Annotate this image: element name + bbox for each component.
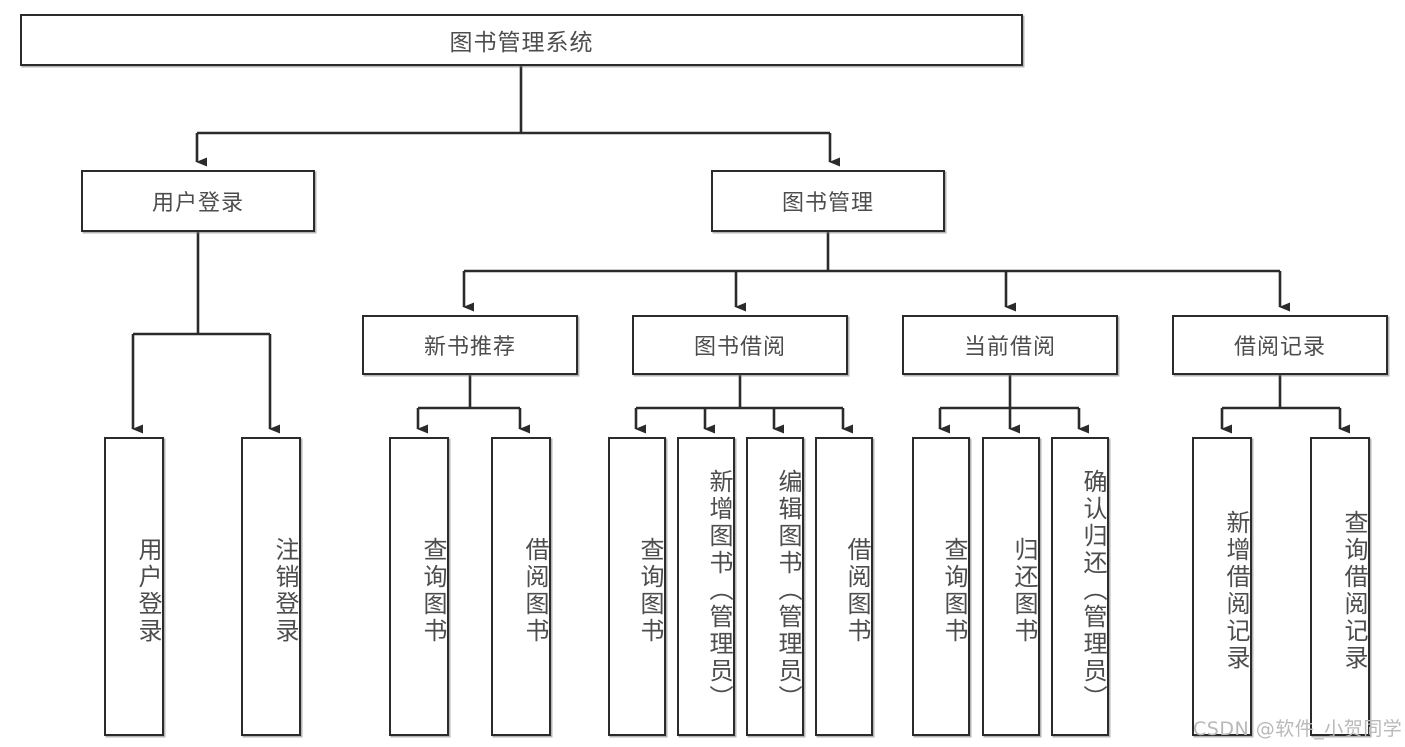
node-root-book-management-system[interactable]: 图书管理系统	[20, 14, 1023, 66]
node-label: 归还图书	[1010, 536, 1038, 645]
node-book-management[interactable]: 图书管理	[711, 170, 945, 232]
leaf-borrow-record-query-record[interactable]: 查询借阅记录	[1310, 437, 1370, 736]
node-label: 查询图书	[940, 536, 968, 645]
node-label: 确认归还（管理员）	[1079, 469, 1107, 712]
leaf-user-login-login[interactable]: 用户登录	[104, 437, 164, 736]
node-label: 注销登录	[271, 536, 299, 645]
node-label: 查询借阅记录	[1340, 509, 1368, 672]
node-borrowing-record[interactable]: 借阅记录	[1172, 315, 1388, 375]
node-label: 查询图书	[636, 536, 664, 645]
leaf-new-book-query-book[interactable]: 查询图书	[389, 437, 449, 736]
leaf-book-borrow-add-book-admin[interactable]: 新增图书（管理员）	[677, 437, 735, 736]
node-label: 当前借阅	[963, 335, 1056, 360]
leaf-book-borrow-borrow-book[interactable]: 借阅图书	[815, 437, 873, 736]
leaf-user-login-logout[interactable]: 注销登录	[241, 437, 301, 736]
leaf-book-borrow-query-book[interactable]: 查询图书	[608, 437, 666, 736]
node-label: 新书推荐	[423, 335, 516, 360]
leaf-borrow-record-add-record[interactable]: 新增借阅记录	[1192, 437, 1252, 736]
node-label: 图书管理系统	[449, 30, 594, 56]
leaf-new-book-borrow-book[interactable]: 借阅图书	[491, 437, 551, 736]
leaf-current-borrow-query-book[interactable]: 查询图书	[912, 437, 970, 736]
node-label: 图书管理	[781, 191, 874, 216]
node-label: 用户登录	[134, 536, 162, 645]
node-label: 新增图书（管理员）	[705, 469, 733, 712]
node-label: 用户登录	[151, 191, 244, 216]
node-user-login[interactable]: 用户登录	[81, 170, 315, 232]
node-label: 借阅图书	[521, 536, 549, 645]
leaf-current-borrow-confirm-return-admin[interactable]: 确认归还（管理员）	[1051, 437, 1109, 736]
node-book-borrowing[interactable]: 图书借阅	[632, 315, 848, 375]
node-label: 图书借阅	[693, 335, 786, 360]
node-label: 查询图书	[419, 536, 447, 645]
node-label: 借阅记录	[1233, 335, 1326, 360]
node-label: 借阅图书	[843, 536, 871, 645]
node-label: 编辑图书（管理员）	[774, 469, 802, 712]
node-new-book-recommendation[interactable]: 新书推荐	[362, 315, 578, 375]
leaf-book-borrow-edit-book-admin[interactable]: 编辑图书（管理员）	[746, 437, 804, 736]
leaf-current-borrow-return-book[interactable]: 归还图书	[982, 437, 1040, 736]
node-label: 新增借阅记录	[1222, 509, 1250, 672]
node-current-borrowing[interactable]: 当前借阅	[902, 315, 1118, 375]
